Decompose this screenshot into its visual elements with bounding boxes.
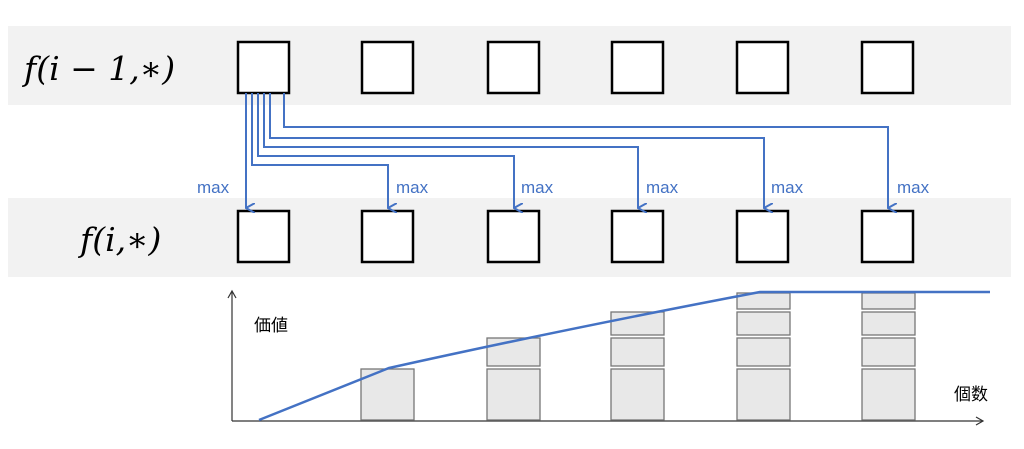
stack-block xyxy=(360,368,415,421)
stack-block xyxy=(861,337,916,367)
y-axis-label: 価値 xyxy=(254,316,288,336)
value-curve xyxy=(258,290,990,422)
chart-axes xyxy=(227,289,985,426)
arrow-to-cell-3 xyxy=(257,93,514,208)
stack-block xyxy=(736,337,791,367)
max-label: max xyxy=(396,178,429,197)
x-axis-arrowhead xyxy=(975,416,985,426)
stack-block xyxy=(610,368,665,421)
stack-block xyxy=(736,311,791,336)
stack-block xyxy=(861,368,916,421)
stack-block xyxy=(610,337,665,367)
cur-cell xyxy=(360,209,415,264)
stack-block xyxy=(486,337,541,367)
arrow-to-cell-2 xyxy=(251,93,388,208)
prev-cell xyxy=(735,40,790,95)
prev-row-label: f(i − 1,∗) xyxy=(21,49,175,88)
cur-row-label: f(i,∗) xyxy=(77,220,161,259)
max-labels: max max max max max max xyxy=(197,178,930,197)
cur-row-cells xyxy=(236,209,915,264)
arrow-to-cell-4 xyxy=(263,93,638,208)
cur-cell xyxy=(610,209,665,264)
max-label: max xyxy=(646,178,679,197)
prev-cell xyxy=(360,40,415,95)
prev-cell xyxy=(236,40,291,95)
max-label: max xyxy=(897,178,930,197)
stack-block xyxy=(486,368,541,421)
y-axis-arrowhead xyxy=(227,289,237,299)
transition-arrows xyxy=(245,93,888,208)
arrow-to-cell-6 xyxy=(283,93,888,208)
item-stacks xyxy=(360,292,916,421)
prev-cell xyxy=(486,40,541,95)
arrow-to-cell-5 xyxy=(269,93,764,208)
max-label: max xyxy=(197,178,230,197)
stack-block xyxy=(861,292,916,310)
x-axis-label: 個数 xyxy=(954,385,988,405)
max-label: max xyxy=(771,178,804,197)
cur-cell xyxy=(486,209,541,264)
cur-cell xyxy=(735,209,790,264)
stack-block xyxy=(861,311,916,336)
cur-cell xyxy=(236,209,291,264)
cur-cell xyxy=(860,209,915,264)
max-label: max xyxy=(521,178,554,197)
prev-cell xyxy=(860,40,915,95)
prev-cell xyxy=(610,40,665,95)
stack-block xyxy=(736,368,791,421)
prev-row-cells xyxy=(236,40,915,95)
